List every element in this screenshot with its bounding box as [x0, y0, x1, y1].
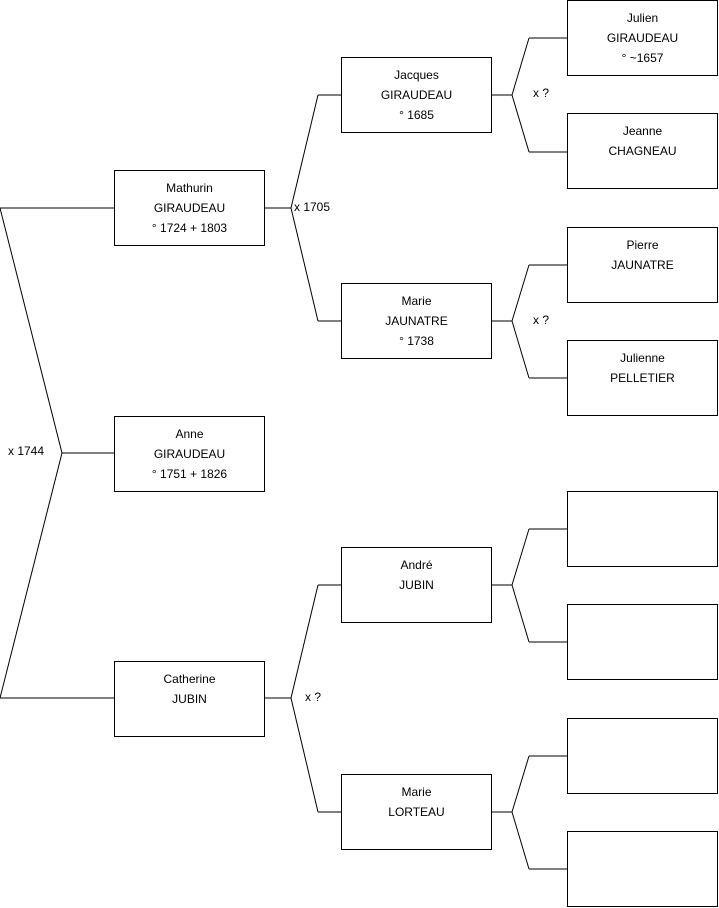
person-box-jeanne-chagneau[interactable]: Jeanne CHAGNEAU [567, 113, 718, 189]
marriage-label-parents: x 1744 [8, 444, 45, 458]
marriage-label-jaunatre-parents: x ? [533, 313, 550, 327]
person-box-andre-jubin[interactable]: André JUBIN [341, 547, 492, 623]
dates: ° 1685 [399, 108, 434, 122]
person-box-catherine-jubin[interactable]: Catherine JUBIN [114, 661, 265, 737]
dates: ° 1724 + 1803 [151, 221, 228, 235]
dates: ° 1751 + 1826 [151, 467, 228, 481]
surname: PELLETIER [610, 371, 675, 385]
person-box-empty[interactable] [567, 604, 718, 680]
marriage-label-jubin: x ? [305, 690, 322, 704]
marriage-label-giraudeau: x 1705 [294, 200, 331, 214]
connector [511, 811, 530, 870]
given-name: André [400, 558, 433, 572]
connector [511, 528, 530, 586]
given-name: Catherine [163, 672, 216, 686]
surname: JAUNATRE [611, 258, 674, 272]
surname: GIRAUDEAU [153, 201, 226, 215]
given-name: Marie [401, 294, 432, 308]
connector [511, 94, 530, 153]
connector [290, 584, 319, 699]
person-box-mathurin-giraudeau[interactable]: Mathurin GIRAUDEAU ° 1724 + 1803 [114, 170, 265, 246]
connector [0, 452, 63, 699]
given-name: Mathurin [166, 181, 213, 195]
connector [0, 207, 63, 454]
connector [511, 584, 530, 643]
surname: LORTEAU [388, 805, 445, 819]
person-box-marie-lorteau[interactable]: Marie LORTEAU [341, 774, 492, 850]
person-box-empty[interactable] [567, 491, 718, 567]
connector [290, 94, 319, 209]
person-box-marie-jaunatre[interactable]: Marie JAUNATRE ° 1738 [341, 283, 492, 359]
given-name: Pierre [626, 238, 659, 252]
surname: GIRAUDEAU [606, 31, 679, 45]
given-name: Marie [401, 785, 432, 799]
surname: GIRAUDEAU [380, 88, 453, 102]
connector [511, 320, 530, 379]
given-name: Julienne [620, 351, 665, 365]
surname: JAUNATRE [385, 314, 448, 328]
person-box-julien-giraudeau[interactable]: Julien GIRAUDEAU ° ~1657 [567, 0, 718, 76]
given-name: Julien [626, 11, 659, 25]
connector [511, 755, 530, 813]
surname: CHAGNEAU [608, 144, 677, 158]
given-name: Jacques [394, 68, 439, 82]
marriage-label-giraudeau-parents: x ? [533, 86, 550, 100]
person-box-julienne-pelletier[interactable]: Julienne PELLETIER [567, 340, 718, 416]
surname: JUBIN [399, 578, 434, 592]
connector [511, 37, 530, 96]
connector [511, 264, 530, 322]
dates: ° 1738 [399, 334, 434, 348]
given-name: Anne [175, 427, 204, 441]
person-box-pierre-jaunatre[interactable]: Pierre JAUNATRE [567, 227, 718, 303]
connector [290, 697, 319, 813]
person-box-jacques-giraudeau[interactable]: Jacques GIRAUDEAU ° 1685 [341, 57, 492, 133]
dates: ° ~1657 [621, 51, 664, 65]
surname: GIRAUDEAU [153, 447, 226, 461]
person-box-empty[interactable] [567, 718, 718, 794]
connector [290, 207, 319, 322]
given-name: Jeanne [622, 124, 663, 138]
person-box-anne-giraudeau[interactable]: Anne GIRAUDEAU ° 1751 + 1826 [114, 416, 265, 492]
person-box-empty[interactable] [567, 831, 718, 907]
surname: JUBIN [172, 692, 207, 706]
